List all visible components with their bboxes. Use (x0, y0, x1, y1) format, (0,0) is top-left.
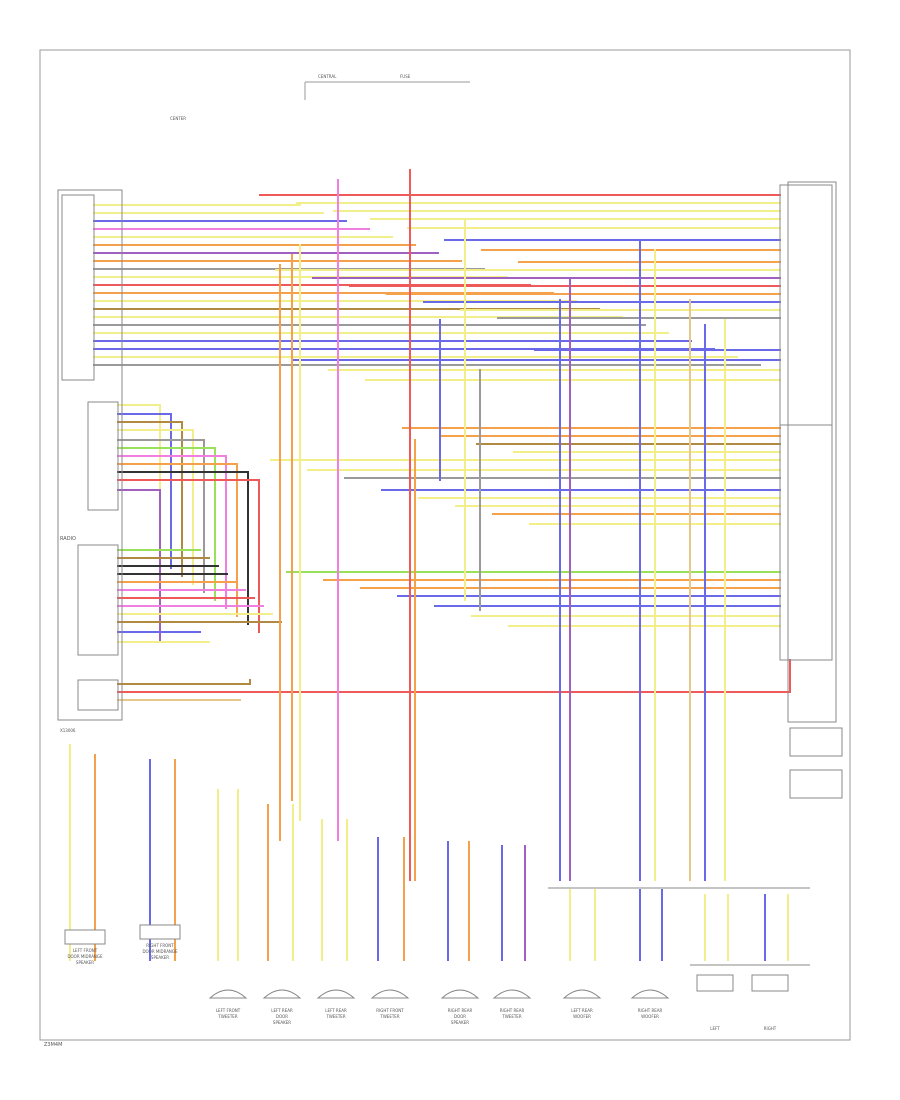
speaker-label: LEFT REAR (571, 1008, 593, 1013)
speaker-label: RIGHT REAR (638, 1008, 663, 1013)
speaker-label: TWEETER (325, 1014, 345, 1019)
speaker-label: RIGHT REAR (448, 1008, 473, 1013)
speaker-label: RIGHT REAR (500, 1008, 525, 1013)
speaker-label: TWEETER (217, 1014, 237, 1019)
antenna-amplifier-box (789, 727, 843, 757)
center-speaker-label: CENTER (170, 116, 186, 121)
hifi-amplifier (779, 181, 837, 723)
speaker-label: DOOR MIDRANGE (67, 954, 103, 959)
amp-connector-bottom (779, 424, 833, 661)
wire-mid-9 (117, 479, 260, 633)
speaker-label: TWEETER (379, 1014, 399, 1019)
speaker-label: SPEAKER (151, 955, 169, 960)
wire-layer (69, 169, 791, 961)
subwoofer-right (751, 974, 789, 992)
wire-mid-2 (117, 421, 183, 577)
speaker-label: LEFT REAR (325, 1008, 347, 1013)
diagram-id: Z3M4M (44, 1042, 62, 1048)
speaker-label: RIGHT FRONT (376, 1008, 404, 1013)
wire-mid-6 (117, 455, 227, 609)
radio-outline (57, 189, 123, 721)
speaker-label: LEFT FRONT (73, 948, 98, 953)
wire-bot-1 (117, 659, 791, 693)
radio-connector-3 (77, 544, 119, 656)
wire-mid-7 (117, 463, 238, 617)
wire-mid-4 (117, 439, 205, 593)
connector-box (789, 769, 843, 799)
wire-mid-1 (117, 413, 172, 569)
speaker-label: WOOFER (641, 1014, 659, 1019)
wire-mid-3 (117, 429, 194, 585)
radio-connector-4 (77, 679, 119, 711)
subwoofer-right-label: RIGHT (764, 1026, 777, 1031)
wire-mid-0 (117, 404, 161, 561)
speaker-label: LEFT REAR (271, 1008, 293, 1013)
top-components: CENTER CENTRAL FUSE (170, 74, 470, 121)
subwoofer-left (696, 974, 734, 992)
speaker-label: DOOR (276, 1014, 288, 1019)
speaker-label: WOOFER (573, 1014, 591, 1019)
speaker-label: SPEAKER (76, 960, 94, 965)
radio-unit: RADIO X13006 (57, 189, 123, 733)
radio-label: RADIO (60, 536, 76, 542)
amp-outline (787, 181, 837, 723)
speaker-label: SPEAKER (451, 1020, 469, 1025)
speaker-label: SPEAKER (273, 1020, 291, 1025)
central-splice-label: CENTRAL (318, 74, 337, 79)
subwoofer-left-label: LEFT (710, 1026, 720, 1031)
speaker-label: DOOR (454, 1014, 466, 1019)
fuse-box-label: FUSE (400, 74, 411, 79)
radio-connector-1 (61, 194, 95, 381)
speaker-label: DOOR MIDRANGE (142, 949, 178, 954)
speaker-label: TWEETER (501, 1014, 521, 1019)
radio-connector-id: X13006 (60, 728, 76, 733)
wire-mid-8 (117, 471, 249, 625)
speaker-label: RIGHT FRONT (146, 943, 174, 948)
radio-connector-2 (87, 401, 119, 511)
wire-mid-5 (117, 447, 216, 601)
speaker-label: LEFT FRONT (216, 1008, 241, 1013)
diagram-frame (39, 49, 851, 1041)
wire-bot-0 (117, 679, 251, 685)
